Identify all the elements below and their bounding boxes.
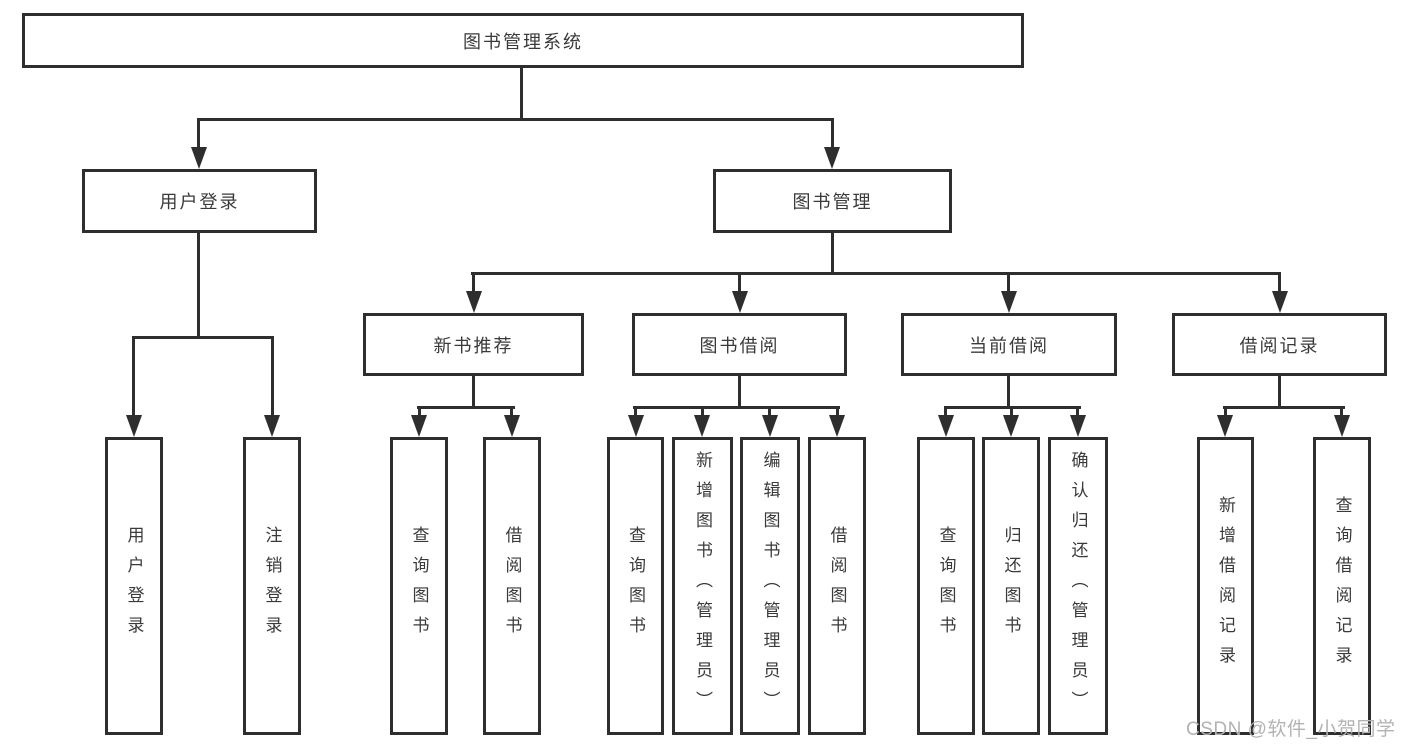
watermark: CSDN @软件_小贺同学 [1186,719,1396,740]
connector-line [418,406,421,418]
arrowhead-down [824,147,840,169]
leaf-bb-borrow-books-label: 借阅图书 [827,526,847,646]
connector-line [132,339,135,417]
arrowhead-down [264,415,280,437]
arrowhead-down [829,415,845,437]
connector-line [197,118,834,121]
connector-line [944,406,947,418]
node-book-management-label: 图书管理 [792,192,873,212]
leaf-br-query-record-label: 查询借阅记录 [1332,496,1352,676]
arrowhead-down [191,147,207,169]
arrowhead-down [1272,291,1288,313]
connector-line [633,406,840,409]
connector-line [738,275,741,293]
connector-line [1223,406,1345,409]
arrowhead-down [1070,415,1086,437]
leaf-bb-edit-books-admin: 编辑图书（管理员） [740,437,800,735]
node-borrow-records-label: 借阅记录 [1239,335,1320,356]
node-library-system-label: 图书管理系统 [463,31,583,52]
leaf-logout-label: 注销登录 [262,526,282,646]
node-user-login: 用户登录 [82,169,317,233]
connector-line [738,376,741,409]
arrowhead-down [126,415,142,437]
leaf-bb-query-books-label: 查询图书 [626,526,645,646]
arrowhead-down [1001,291,1017,313]
leaf-cb-confirm-return-admin-label: 确认归还（管理员） [1068,451,1088,721]
arrowhead-down [732,291,748,313]
arrowhead-down [411,415,427,437]
node-book-borrow: 图书借阅 [632,313,847,376]
node-user-login-label: 用户登录 [159,192,240,212]
leaf-bb-add-books-admin: 新增图书（管理员） [672,437,733,735]
connector-line [1340,406,1343,418]
leaf-cb-return-books-label: 归还图书 [1001,526,1021,646]
arrowhead-down [1003,415,1019,437]
arrowhead-down [1334,415,1350,437]
leaf-cb-query-books: 查询图书 [917,437,975,735]
leaf-user-login: 用户登录 [105,437,163,735]
connector-line [197,233,200,339]
arrowhead-down [466,291,482,313]
connector-line [1278,376,1281,409]
connector-line [417,406,515,409]
connector-line [510,406,513,418]
connector-line [1076,406,1079,418]
leaf-nb-query-books: 查询图书 [390,437,448,735]
arrowhead-down [762,415,778,437]
connector-line [472,376,475,409]
leaf-cb-return-books: 归还图书 [982,437,1040,735]
leaf-br-add-record-label: 新增借阅记录 [1216,496,1235,676]
leaf-bb-add-books-admin-label: 新增图书（管理员） [693,451,712,721]
node-current-borrow: 当前借阅 [901,313,1117,376]
connector-line [132,336,274,339]
arrowhead-down [628,415,644,437]
node-new-book-recommend-label: 新书推荐 [433,335,514,356]
leaf-br-add-record: 新增借阅记录 [1197,437,1254,735]
node-borrow-records: 借阅记录 [1172,313,1387,376]
node-new-book-recommend: 新书推荐 [363,313,584,376]
arrowhead-down [694,415,710,437]
leaf-bb-edit-books-admin-label: 编辑图书（管理员） [760,451,780,721]
connector-line [520,68,523,121]
connector-line [634,406,637,418]
connector-line [1010,406,1013,418]
node-current-borrow-label: 当前借阅 [969,335,1049,356]
leaf-logout: 注销登录 [243,437,301,735]
connector-line [472,275,475,293]
leaf-br-query-record: 查询借阅记录 [1313,437,1371,735]
node-book-borrow-label: 图书借阅 [699,335,780,356]
leaf-bb-query-books: 查询图书 [607,437,664,735]
leaf-user-login-label: 用户登录 [124,526,144,646]
node-book-management: 图书管理 [713,169,952,233]
connector-line [701,406,704,418]
node-library-system: 图书管理系统 [22,13,1024,68]
connector-line [1007,275,1010,293]
connector-line [836,406,839,418]
leaf-cb-confirm-return-admin: 确认归还（管理员） [1048,437,1108,735]
leaf-cb-query-books-label: 查询图书 [936,526,956,646]
connector-line [1278,275,1281,293]
connector-line [1007,376,1010,409]
leaf-bb-borrow-books: 借阅图书 [808,437,866,735]
leaf-nb-borrow-books-label: 借阅图书 [502,526,522,646]
arrowhead-down [1217,415,1233,437]
leaf-nb-borrow-books: 借阅图书 [483,437,541,735]
connector-line [831,121,834,149]
leaf-nb-query-books-label: 查询图书 [409,526,429,646]
connector-line [197,121,200,149]
connector-line [768,406,771,418]
arrowhead-down [938,415,954,437]
arrowhead-down [504,415,520,437]
connector-line [831,233,834,275]
connector-line [471,272,1281,275]
connector-line [271,339,274,417]
connector-line [1224,406,1227,418]
